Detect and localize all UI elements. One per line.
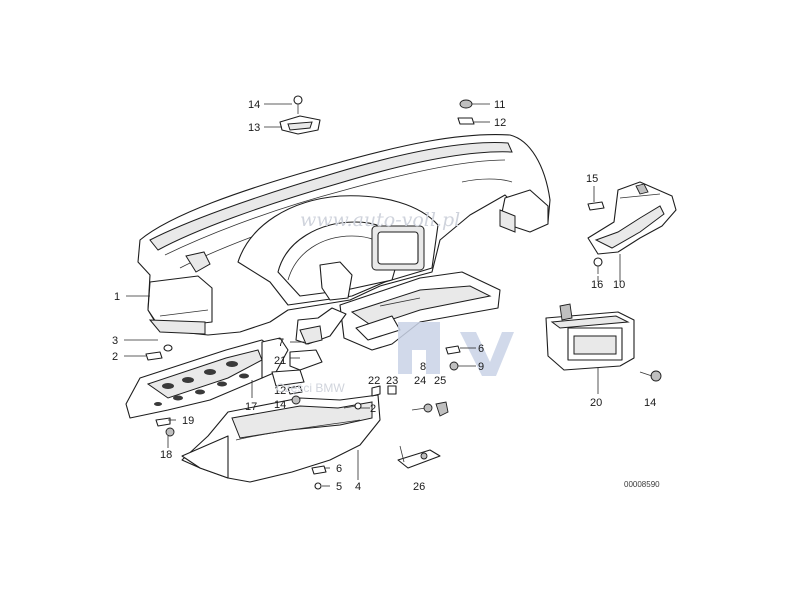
fastener-clip-6-lower — [311, 465, 327, 475]
callout-12-left: 12 — [274, 385, 286, 397]
callout-4: 4 — [355, 481, 361, 493]
callout-26: 26 — [413, 481, 425, 493]
fastener-screw-24 — [411, 403, 433, 413]
callout-1: 1 — [114, 291, 120, 303]
fastener-nut-9 — [449, 361, 459, 371]
callout-2-left: 2 — [112, 351, 118, 363]
fastener-clip-22 — [371, 385, 381, 397]
fastener-screw-5 — [314, 482, 322, 490]
watermark-caption: Części BMW — [276, 381, 345, 395]
bracket-part-21 — [271, 349, 323, 387]
callout-12-top: 12 — [494, 117, 506, 129]
fastener-clip-23 — [387, 385, 397, 395]
fastener-clip-19 — [155, 417, 171, 427]
bracket-part-13 — [279, 115, 321, 135]
callout-labels: 1 3 2 14 13 11 12 15 16 10 7 21 12 14 17… — [112, 99, 656, 493]
watermark-logo — [398, 322, 514, 376]
fastener-cap-25 — [435, 401, 449, 417]
fastener-screw-2-center — [343, 402, 362, 410]
callout-22: 22 — [368, 375, 380, 387]
side-trim-part-10 — [587, 181, 677, 255]
bracket-part-7 — [295, 307, 347, 345]
fastener-screw-14-top — [293, 95, 303, 114]
fastener-nut-14-left — [291, 395, 301, 405]
fastener-clip-6-right — [445, 345, 461, 355]
callout-23: 23 — [386, 375, 398, 387]
callout-6-right: 6 — [478, 343, 484, 355]
fastener-clip-15 — [587, 201, 605, 211]
callout-18: 18 — [160, 449, 172, 461]
callout-24: 24 — [414, 375, 426, 387]
fastener-screw-2-left — [145, 344, 173, 361]
lower-center-trim-part — [181, 394, 381, 483]
callout-9: 9 — [478, 361, 484, 373]
callout-16: 16 — [591, 279, 603, 291]
cover-part-26 — [397, 445, 441, 469]
callout-14-right: 14 — [644, 397, 656, 409]
fastener-screw-14-right — [639, 370, 662, 382]
callout-15: 15 — [586, 173, 598, 185]
callout-14-left: 14 — [274, 399, 286, 411]
diagram-reference-code: 00008590 — [624, 480, 660, 489]
callout-14-top: 14 — [248, 99, 260, 111]
storage-tray-part-20 — [545, 303, 635, 371]
leader-lines — [124, 103, 621, 487]
fastener-clip-12-top — [457, 117, 475, 125]
callout-25: 25 — [434, 375, 446, 387]
callout-7: 7 — [278, 337, 284, 349]
lower-left-trim-part — [125, 337, 289, 419]
callout-20: 20 — [590, 397, 602, 409]
glovebox-panel-part — [339, 271, 501, 351]
callout-2-center: 2 — [370, 403, 376, 415]
callout-17: 17 — [245, 401, 257, 413]
callout-10: 10 — [613, 279, 625, 291]
callout-3: 3 — [112, 335, 118, 347]
callout-13: 13 — [248, 122, 260, 134]
dashboard-carrier-part — [137, 134, 551, 336]
callout-8: 8 — [420, 361, 426, 373]
callout-19: 19 — [182, 415, 194, 427]
fastener-clip-12-left — [287, 385, 303, 395]
callout-5: 5 — [336, 481, 342, 493]
fastener-nut-11 — [459, 99, 473, 109]
callout-11: 11 — [494, 99, 505, 111]
callout-6-lower: 6 — [336, 463, 342, 475]
watermark-url: www.auto-voll.pl — [300, 209, 460, 231]
callout-21: 21 — [274, 355, 286, 367]
fastener-screw-16 — [593, 257, 603, 274]
fastener-nut-18 — [165, 427, 175, 437]
